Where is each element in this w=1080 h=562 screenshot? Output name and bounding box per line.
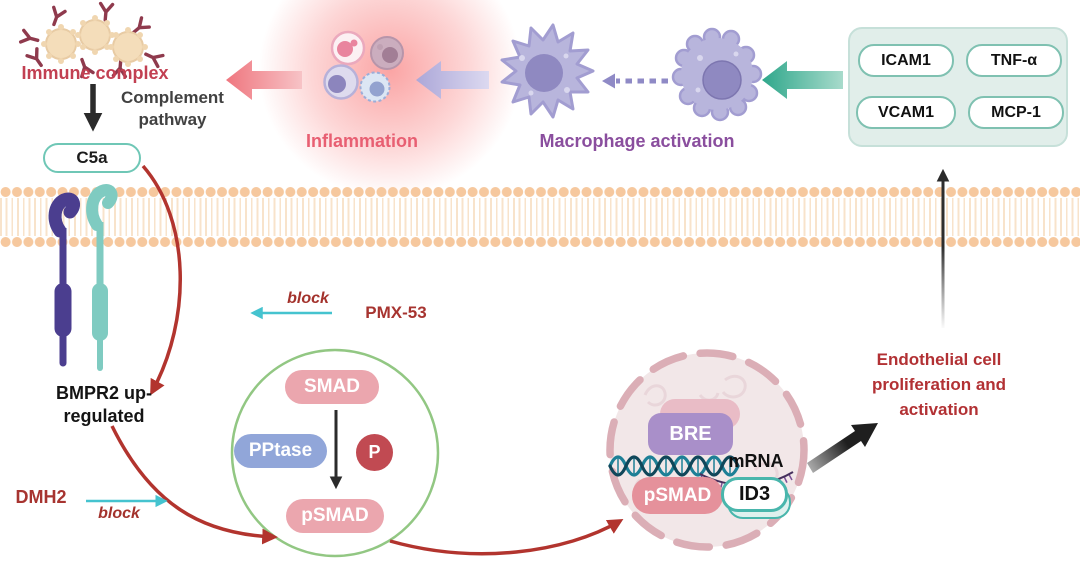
immune-complex-icons: [18, 1, 165, 79]
monocyte-icon: [671, 27, 763, 122]
mrna-label: mRNA: [728, 451, 784, 471]
phosphate-circle: P: [356, 434, 393, 471]
c5a-to-bmpr2-arrow: [141, 164, 182, 396]
dmh2-block-label: block: [98, 505, 140, 522]
virus-particle-icon: [41, 15, 148, 67]
cytokine-pill-mcp1: MCP-1: [968, 96, 1064, 129]
activated-macrophage-icon: [500, 23, 595, 119]
cytokines-to-monocyte-arrow: [762, 61, 843, 99]
pmx53-label: PMX-53: [365, 303, 427, 322]
cell-membrane: [0, 186, 1080, 248]
nucleus-to-outcome-arrow: [807, 423, 878, 473]
complement-pathway-label: Complement pathway: [121, 88, 224, 129]
c5a-box: C5a: [43, 143, 141, 173]
bmpr2-receptor-teal: [86, 184, 118, 371]
cytokine-pill-vcam1: VCAM1: [856, 96, 956, 129]
immune-complex-label: Immune complex: [21, 63, 169, 83]
cytokine-panel: ICAM1 TNF-α VCAM1 MCP-1: [848, 27, 1068, 147]
bmpr2-receptor-purple: [48, 192, 81, 367]
signal-arrows-red: [110, 164, 624, 556]
immune-cell-icon: [359, 71, 391, 103]
cytokine-pill-tnfa: TNF-α: [966, 44, 1062, 77]
membrane-inner-leaflet: [0, 236, 1080, 248]
pmx53-block-label: block: [287, 290, 329, 307]
endothelial-outcome-label: Endothelial cell proliferation and activ…: [871, 350, 1007, 419]
dmh2-label: DMH2: [15, 487, 67, 507]
antibody-icon: [18, 1, 165, 79]
cytokine-pill-icam1: ICAM1: [858, 44, 954, 77]
immune-cell-icon: [370, 36, 404, 70]
bmpr2-label: BMPR2 up-regulated: [56, 383, 152, 426]
nucleus-psmad-pill: pSMAD: [632, 477, 723, 514]
inflammation-to-immune-arrow: [226, 60, 302, 100]
pptase-pill: PPtase: [234, 434, 327, 468]
inflammation-cells: [323, 30, 404, 103]
id3-box: ID3: [721, 477, 788, 512]
macrophage-activation-label: Macrophage activation: [539, 131, 735, 151]
psmad-pill: pSMAD: [286, 499, 384, 533]
monocyte-to-macrophage-arrow: [602, 73, 668, 89]
membrane-outer-leaflet: [0, 186, 1080, 198]
inflammation-label: Inflammation: [305, 131, 418, 151]
immune-cell-icon: [323, 64, 359, 100]
macrophage-to-inflammation-arrow: [416, 61, 489, 99]
membrane-lipid-tails: [0, 198, 1080, 236]
bmpr2-to-psmad-arrow: [110, 425, 278, 545]
bre-box: BRE: [648, 413, 733, 455]
immune-cell-icon: [330, 30, 366, 66]
smad-pill: SMAD: [285, 370, 379, 404]
psmad-to-nucleus-arrow: [389, 519, 624, 556]
dna-helix-icon: [608, 455, 740, 477]
